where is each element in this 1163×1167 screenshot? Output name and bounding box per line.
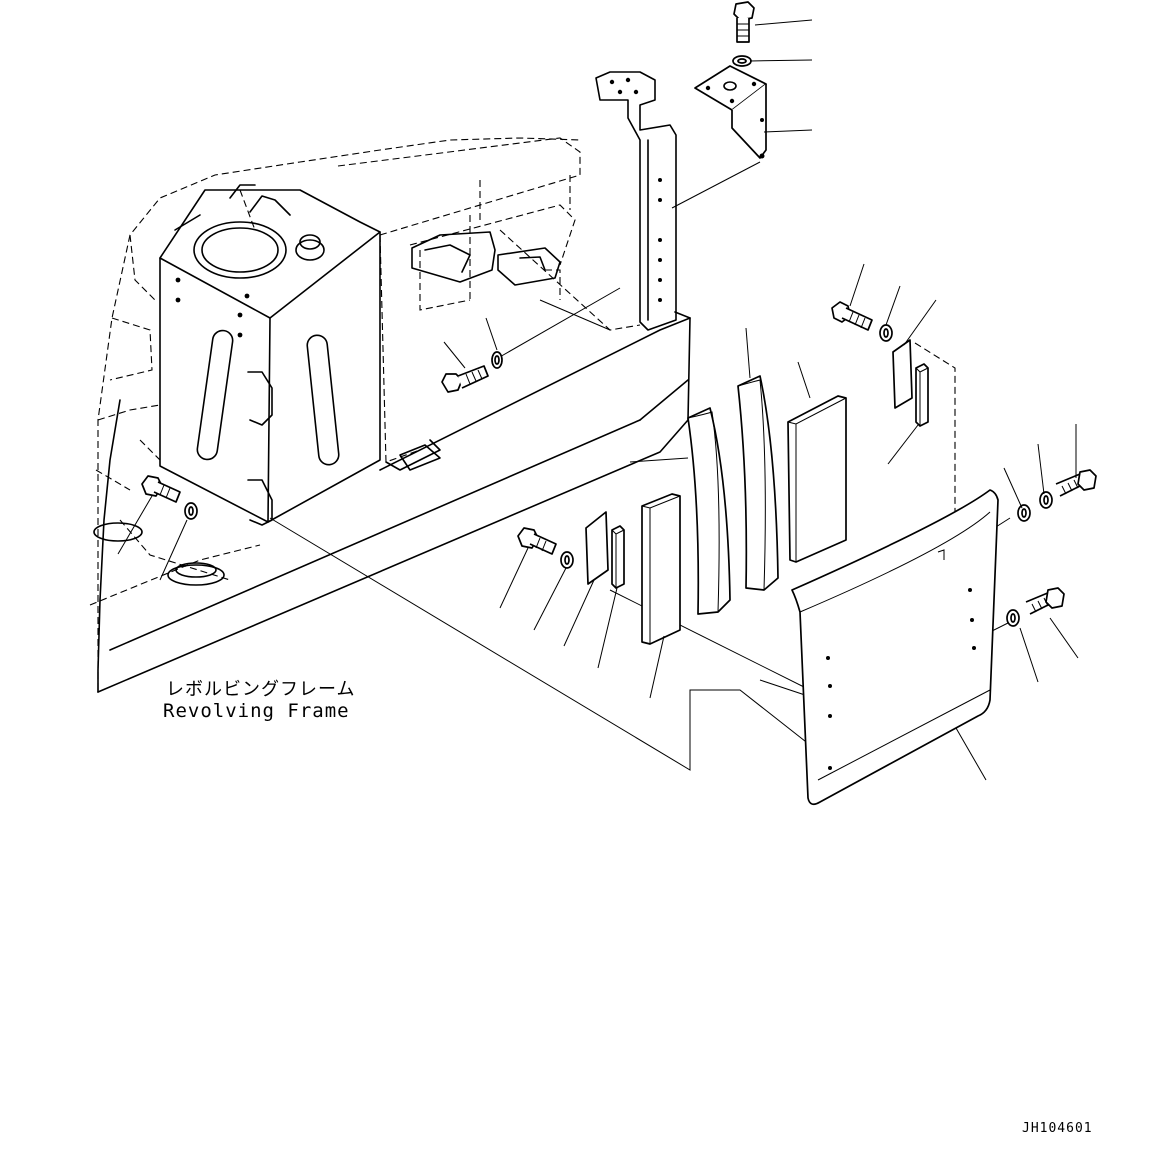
upper-spacer-icon — [915, 363, 929, 427]
right-washer-lower-icon — [1006, 609, 1020, 627]
flat-cushion-lower-icon — [641, 493, 681, 645]
tank-washer-icon — [184, 502, 198, 520]
curved-cushion-right-icon — [737, 375, 779, 591]
tank-bolt-icon — [141, 475, 181, 503]
upper-bolt-icon — [831, 301, 873, 331]
frame-label-japanese: レボルビングフレーム — [166, 679, 356, 700]
upper-washer-icon — [879, 324, 893, 342]
lower-plate-icon — [585, 511, 609, 585]
frame-bolt-icon — [441, 365, 489, 393]
drawing-code: JH104601 — [1022, 1121, 1093, 1136]
callout-leaders — [117, 19, 1079, 781]
lower-left-washer-icon — [560, 551, 574, 569]
right-washer-upper-icon — [1039, 491, 1053, 509]
revolving-frame — [89, 71, 691, 693]
lower-spacer-icon — [611, 525, 625, 589]
frame-washer-icon — [491, 351, 503, 369]
right-bolt-upper-icon — [1055, 469, 1097, 497]
cover-panel-icon — [791, 489, 999, 806]
frame-label-english: Revolving Frame — [163, 700, 350, 722]
bracket-washer-icon — [732, 55, 752, 67]
upper-plate-icon — [892, 339, 913, 409]
right-lock-washer-icon — [1017, 504, 1031, 522]
mounting-bracket-icon — [694, 65, 767, 159]
lower-left-bolt-icon — [517, 527, 557, 555]
curved-cushion-left-icon — [687, 407, 731, 615]
right-bolt-lower-icon — [1025, 587, 1065, 615]
flat-cushion-upper-icon — [787, 395, 847, 563]
bracket-bolt-icon — [733, 1, 755, 43]
